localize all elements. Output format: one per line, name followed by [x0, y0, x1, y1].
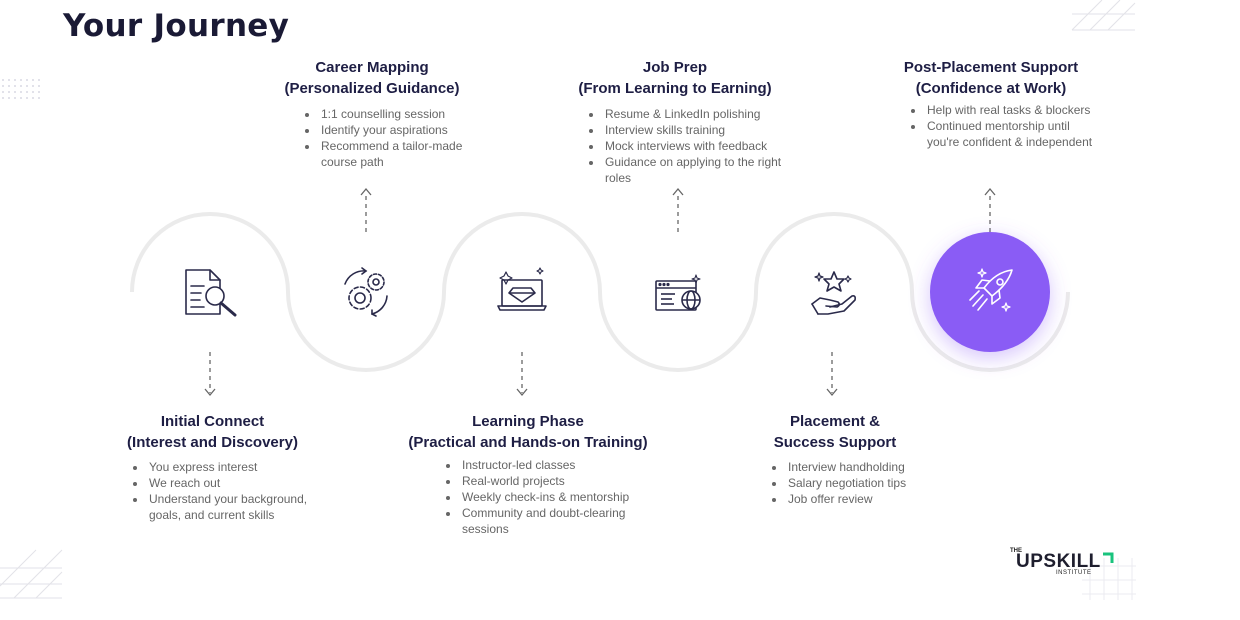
list-item: Community and doubt-clearing sessions — [460, 505, 645, 537]
stage-subtitle: (Confidence at Work) — [915, 80, 1067, 97]
list-item: Continued mentorship until you're confid… — [925, 118, 1105, 150]
stage-subtitle: (Personalized Guidance) — [284, 80, 460, 97]
stage-career-mapping-title: Career Mapping (Personalized Guidance) — [262, 57, 482, 99]
list-item: Job offer review — [786, 491, 936, 507]
active-stage-circle — [930, 232, 1050, 352]
connector-arrow-up — [360, 187, 372, 232]
list-item: Weekly check-ins & mentorship — [460, 489, 645, 505]
list-item: We reach out — [147, 475, 327, 491]
connector-arrow-up — [984, 187, 996, 232]
connector-arrow-down — [516, 352, 528, 397]
list-item: Understand your background, goals, and c… — [147, 491, 327, 523]
list-item: Mock interviews with feedback — [603, 138, 803, 154]
page-title: Your Journey — [63, 8, 290, 44]
logo-main: UPSKILL — [1016, 551, 1101, 572]
stage-post-placement-bullets: Help with real tasks & blockers Continue… — [911, 102, 1105, 150]
list-item: 1:1 counselling session — [319, 106, 484, 122]
logo-the: THE — [1010, 548, 1022, 554]
connector-arrow-up — [672, 187, 684, 232]
connector-arrow-down — [826, 352, 838, 397]
stage-subtitle: (Practical and Hands-on Training) — [408, 434, 648, 451]
connector-arrow-down — [204, 352, 216, 397]
list-item: Identify your aspirations — [319, 122, 484, 138]
list-item: Guidance on applying to the right roles — [603, 154, 803, 186]
list-item: Instructor-led classes — [460, 457, 645, 473]
laptop-diamond-icon — [497, 267, 547, 311]
list-item: Interview handholding — [786, 459, 936, 475]
stage-placement-support-bullets: Interview handholding Salary negotiation… — [772, 459, 936, 507]
list-item: Interview skills training — [603, 122, 803, 138]
list-item: Resume & LinkedIn polishing — [603, 106, 803, 122]
stage-career-mapping-bullets: 1:1 counselling session Identify your as… — [305, 106, 484, 170]
stage-learning-phase-title: Learning Phase (Practical and Hands-on T… — [398, 411, 658, 453]
list-item: Real-world projects — [460, 473, 645, 489]
browser-globe-icon — [655, 274, 701, 311]
stage-title: Career Mapping — [315, 59, 429, 76]
stage-post-placement-title: Post-Placement Support (Confidence at Wo… — [888, 57, 1094, 99]
stage-subtitle: (From Learning to Earning) — [578, 80, 772, 97]
stage-subtitle: (Interest and Discovery) — [127, 434, 298, 451]
grid-pattern — [1082, 558, 1136, 600]
list-item: Salary negotiation tips — [786, 475, 936, 491]
document-search-icon — [185, 269, 237, 317]
journey-wave-path — [130, 212, 1070, 372]
stage-subtitle: Success Support — [773, 434, 897, 451]
stage-initial-connect-bullets: You express interest We reach out Unders… — [133, 459, 327, 523]
logo-mark-icon — [1103, 552, 1114, 563]
list-item: Recommend a tailor-made course path — [319, 138, 484, 170]
hand-stars-icon — [811, 271, 856, 315]
upskill-institute-logo: THE UPSKILL INSTITUTE — [1010, 548, 1140, 598]
stage-title: Learning Phase — [472, 413, 584, 430]
stage-learning-phase-bullets: Instructor-led classes Real-world projec… — [446, 457, 645, 537]
stage-job-prep-title: Job Prep (From Learning to Earning) — [570, 57, 780, 99]
rocket-icon — [969, 268, 1013, 312]
logo-sub: INSTITUTE — [1056, 570, 1092, 576]
stage-title: Job Prep — [642, 59, 708, 76]
stage-placement-support-title: Placement & Success Support — [745, 411, 925, 453]
stage-title: Post-Placement Support — [903, 59, 1079, 76]
stage-title: Initial Connect — [160, 413, 265, 430]
gears-icon — [344, 267, 388, 317]
hatch-pattern-top — [1071, 0, 1136, 31]
stage-job-prep-bullets: Resume & LinkedIn polishing Interview sk… — [589, 106, 803, 186]
list-item: You express interest — [147, 459, 327, 475]
dot-pattern — [2, 79, 40, 99]
stage-title: Placement & — [789, 413, 881, 430]
hatch-pattern-bottom — [0, 549, 63, 599]
list-item: Help with real tasks & blockers — [925, 102, 1105, 118]
stage-initial-connect-title: Initial Connect (Interest and Discovery) — [110, 411, 315, 453]
